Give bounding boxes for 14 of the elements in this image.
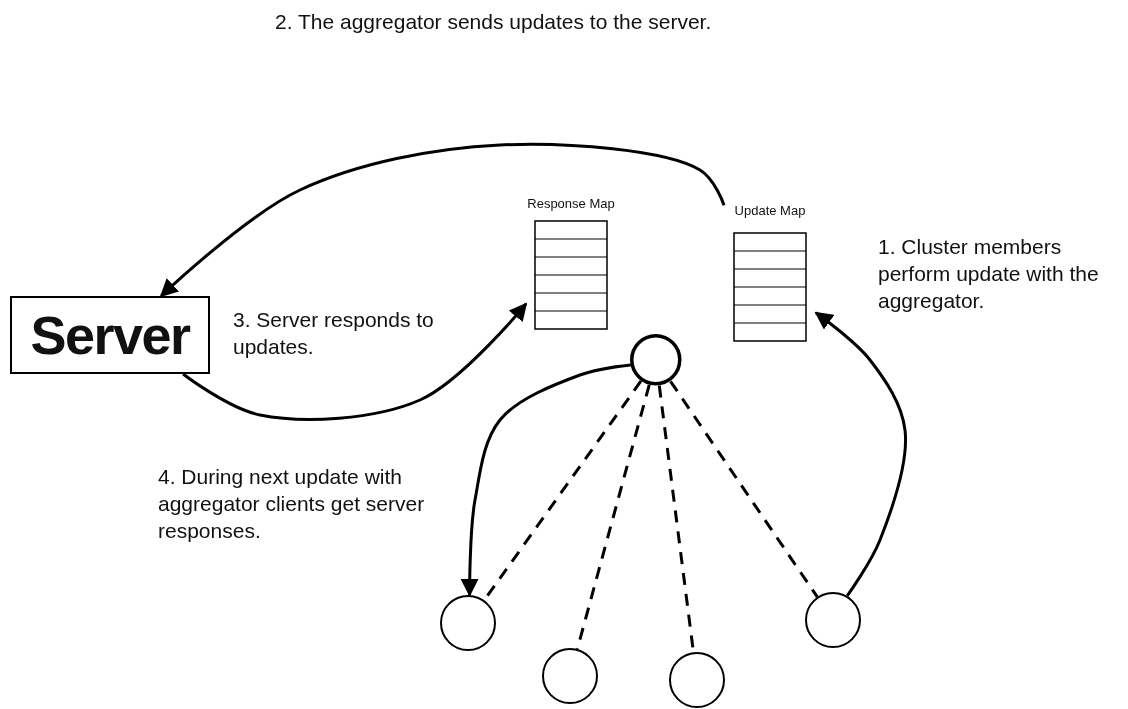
- curved-arrow: [159, 142, 726, 298]
- step-note: 2. The aggregator sends updates to the server.: [275, 9, 713, 35]
- map-title: Response Map: [526, 196, 616, 212]
- server-box: [10, 296, 210, 374]
- step-note: 4. During next update with aggregator clients get server responses.: [158, 464, 426, 544]
- step-note: 1. Cluster members perform update with the aggregator.: [878, 234, 1100, 314]
- curved-arrow: [182, 302, 528, 421]
- server-label: Server: [30, 305, 190, 365]
- dashed-link: [669, 380, 819, 598]
- dashed-link: [575, 384, 651, 650]
- map-title: Update Map: [733, 203, 807, 219]
- curved-arrow: [814, 311, 908, 597]
- step-note: 3. Server responds to updates.: [233, 307, 435, 360]
- curved-arrow: [460, 363, 631, 597]
